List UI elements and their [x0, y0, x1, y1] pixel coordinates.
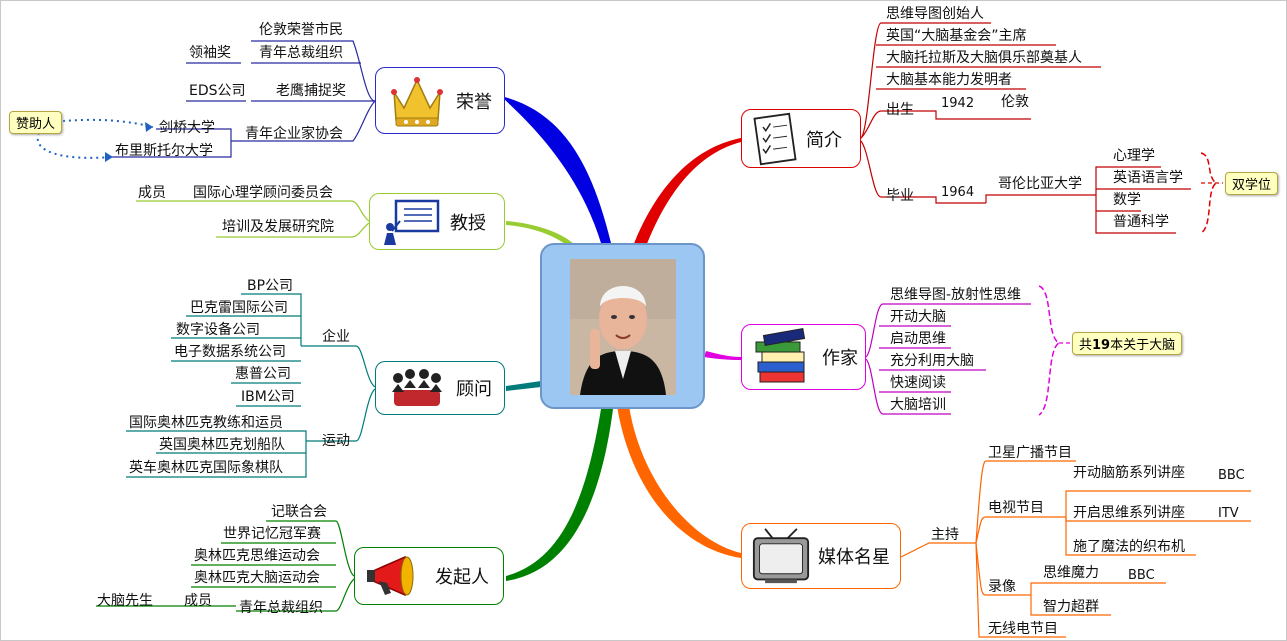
central-node[interactable] [540, 243, 705, 409]
book-item[interactable]: 开动大脑 [890, 308, 946, 326]
branch-consultant [506, 381, 541, 391]
intro-grad-school[interactable]: 哥伦比亚大学 [998, 175, 1082, 193]
tv-icon [752, 525, 810, 587]
enterprise-item[interactable]: 电子数据系统公司 [174, 343, 286, 361]
branch-intro [633, 138, 741, 249]
tv-show-channel[interactable]: ITV [1218, 505, 1239, 523]
founder-item[interactable]: 大脑先生 [97, 592, 153, 610]
professor-item[interactable]: 国际心理学顾问委员会 [193, 184, 333, 202]
book-item[interactable]: 充分利用大脑 [890, 352, 974, 370]
media-video[interactable]: 录像 [988, 578, 1016, 596]
node-honors[interactable]: 荣誉 [375, 67, 505, 134]
honors-item[interactable]: 布里斯托尔大学 [115, 142, 213, 160]
intro-born-place[interactable]: 伦敦 [1001, 93, 1029, 111]
degree-item[interactable]: 数学 [1113, 191, 1141, 209]
tv-show-item[interactable]: 施了魔法的织布机 [1073, 538, 1185, 556]
node-intro-label: 简介 [806, 126, 842, 152]
sports-item[interactable]: 英车奥林匹克国际象棋队 [129, 459, 283, 477]
intro-item[interactable]: 英国“大脑基金会”主席 [886, 27, 1027, 45]
checklist-icon [752, 112, 798, 166]
media-radio[interactable]: 无线电节目 [988, 620, 1058, 638]
book-item[interactable]: 启动思维 [890, 330, 946, 348]
honors-item[interactable]: 伦敦荣誉市民 [259, 21, 343, 39]
honors-item[interactable]: 青年总裁组织 [259, 44, 343, 62]
meeting-icon [386, 364, 448, 412]
book-item[interactable]: 思维导图-放射性思维 [890, 286, 1021, 304]
professor-item[interactable]: 成员 [138, 184, 166, 202]
tv-show-item[interactable]: 开动脑筋系列讲座 [1073, 464, 1185, 482]
honors-item[interactable]: 剑桥大学 [159, 119, 215, 137]
consultant-group-sports[interactable]: 运动 [322, 432, 350, 450]
branch-founder [506, 409, 613, 581]
double-degree-callout[interactable]: 双学位 [1225, 172, 1278, 195]
media-host[interactable]: 主持 [931, 526, 959, 544]
founder-item[interactable]: 奥林匹克大脑运动会 [194, 569, 320, 587]
professor-item[interactable]: 培训及发展研究院 [222, 218, 334, 236]
founder-item[interactable]: 成员 [184, 592, 212, 610]
sports-item[interactable]: 国际奥林匹克教练和运员 [129, 414, 283, 432]
node-media[interactable]: 媒体名星 [741, 523, 901, 589]
node-professor[interactable]: 教授 [369, 193, 505, 250]
node-founder-label: 发起人 [435, 563, 489, 589]
tv-show-item[interactable]: 开启思维系列讲座 [1073, 504, 1185, 522]
megaphone-icon [365, 551, 427, 601]
node-consultant-label: 顾问 [456, 375, 492, 401]
node-media-label: 媒体名星 [818, 543, 890, 569]
honors-item[interactable]: 领袖奖 [189, 44, 231, 62]
crown-icon [386, 72, 448, 130]
node-writer-label: 作家 [822, 344, 858, 370]
consultant-group-enterprise[interactable]: 企业 [322, 328, 350, 346]
books-icon [752, 328, 814, 386]
books-count-callout[interactable]: 共19本关于大脑 [1072, 332, 1182, 355]
founder-item[interactable]: 青年总裁组织 [239, 599, 323, 617]
book-item[interactable]: 大脑培训 [890, 396, 946, 414]
degree-item[interactable]: 心理学 [1113, 147, 1155, 165]
branch-media [617, 406, 741, 558]
enterprise-item[interactable]: BP公司 [247, 277, 293, 295]
tv-show-channel[interactable]: BBC [1218, 467, 1245, 485]
intro-grad-year[interactable]: 1964 [941, 184, 974, 202]
intro-born-label[interactable]: 出生 [886, 101, 914, 119]
enterprise-item[interactable]: 数字设备公司 [176, 321, 260, 339]
video-channel[interactable]: BBC [1128, 567, 1155, 585]
node-intro[interactable]: 简介 [741, 109, 861, 168]
media-satellite[interactable]: 卫星广播节目 [988, 444, 1072, 462]
degree-item[interactable]: 普通科学 [1113, 213, 1169, 231]
video-item[interactable]: 智力超群 [1043, 598, 1099, 616]
intro-born-year[interactable]: 1942 [941, 95, 974, 113]
intro-item[interactable]: 大脑托拉斯及大脑俱乐部奠基人 [886, 49, 1082, 67]
node-writer[interactable]: 作家 [741, 324, 866, 390]
honors-item[interactable]: EDS公司 [189, 82, 246, 100]
portrait-photo [570, 259, 676, 395]
branch-honors [501, 96, 611, 243]
intro-item[interactable]: 大脑基本能力发明者 [886, 71, 1012, 89]
callout-prefix: 共 [1079, 338, 1092, 353]
intro-item[interactable]: 思维导图创始人 [886, 5, 984, 23]
intro-grad-label[interactable]: 毕业 [886, 187, 914, 205]
enterprise-item[interactable]: IBM公司 [241, 388, 295, 406]
branch-writer [704, 351, 741, 360]
media-tv[interactable]: 电视节目 [988, 499, 1044, 517]
book-item[interactable]: 快速阅读 [890, 374, 946, 392]
enterprise-item[interactable]: 惠普公司 [235, 365, 291, 383]
honors-item[interactable]: 青年企业家协会 [245, 125, 343, 143]
honors-item[interactable]: 老鹰捕捉奖 [276, 82, 346, 100]
founder-item[interactable]: 世界记忆冠军赛 [223, 525, 321, 543]
node-professor-label: 教授 [450, 209, 486, 235]
enterprise-item[interactable]: 巴克雷国际公司 [190, 299, 288, 317]
video-item[interactable]: 思维魔力 [1043, 564, 1099, 582]
books-count-number: 19 [1092, 338, 1110, 353]
sponsor-callout[interactable]: 赞助人 [9, 111, 62, 134]
node-honors-label: 荣誉 [456, 88, 492, 114]
founder-item[interactable]: 奥林匹克思维运动会 [194, 547, 320, 565]
sports-item[interactable]: 英国奥林匹克划船队 [159, 436, 285, 454]
node-consultant[interactable]: 顾问 [375, 361, 505, 415]
founder-item[interactable]: 记联合会 [271, 503, 327, 521]
degree-item[interactable]: 英语语言学 [1113, 169, 1183, 187]
teacher-board-icon [380, 197, 442, 247]
callout-suffix: 本关于大脑 [1110, 338, 1175, 353]
node-founder[interactable]: 发起人 [354, 547, 504, 605]
